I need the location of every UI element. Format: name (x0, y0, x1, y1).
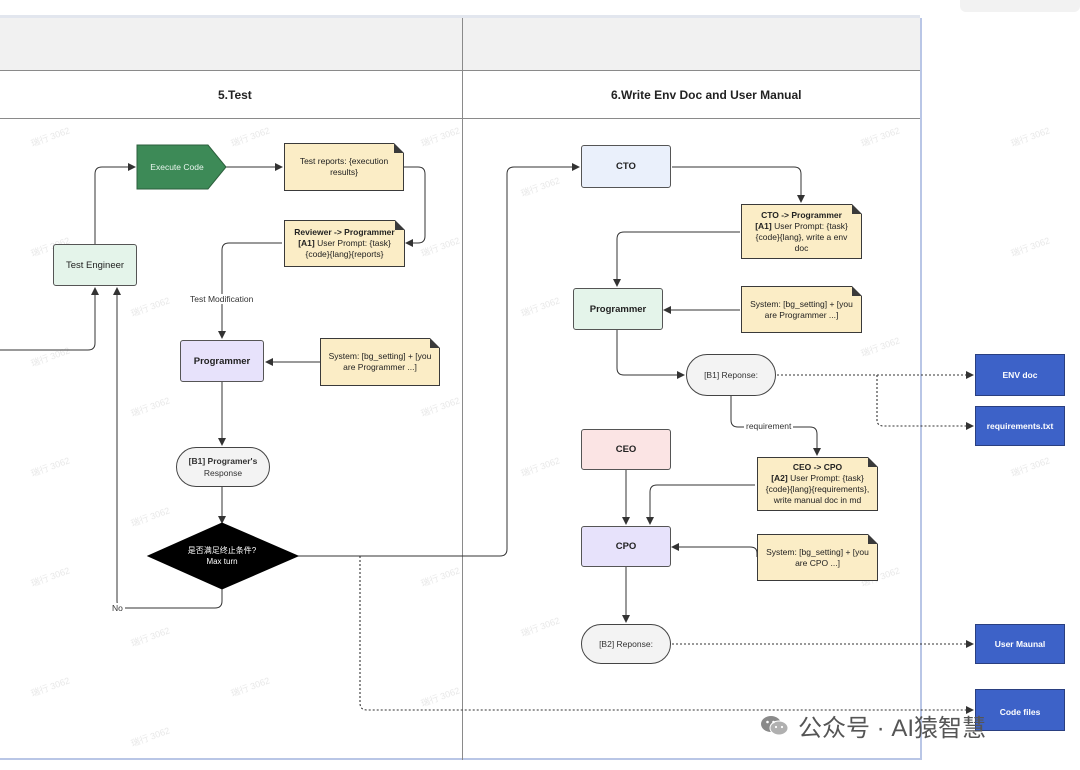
code-files-output: Code files (975, 689, 1065, 731)
note-fold (868, 534, 878, 544)
window-corner (960, 0, 1080, 12)
edge-b1-to-requirements (876, 375, 974, 430)
test-modification-label: Test Modification (188, 294, 256, 304)
wechat-icon (761, 715, 789, 735)
brand-watermark: 公众号 · AI猿智慧 (760, 708, 986, 743)
response-sub: Response (203, 468, 243, 478)
env-doc-output: ENV doc (975, 354, 1065, 396)
decision-line-1: 是否满足终止条件? (187, 546, 257, 555)
cto-node: CTO (581, 145, 671, 188)
b2-response-text: [B2] Reponse: (599, 639, 653, 649)
edge-decision-to-cto (298, 163, 580, 557)
execute-code-shape (136, 144, 227, 190)
edge-reviewer-to-programmer (218, 242, 282, 339)
cto-note-body: [A1] User Prompt: {task}{code}{lang}, wr… (748, 221, 855, 254)
note-fold (852, 204, 862, 214)
note-fold (868, 457, 878, 467)
programmer-response-node: [B1] Programer's Response (176, 447, 270, 487)
test-reports-text: Test reports: {execution results} (299, 156, 389, 177)
doc-programmer-system-note: System: [bg_setting] + [you are Programm… (741, 286, 862, 333)
programmer-system-note: System: [bg_setting] + [you are Programm… (320, 338, 440, 386)
lane-title-test: 5.Test (218, 88, 252, 102)
programmer-system-text: System: [bg_setting] + [you are Programm… (328, 351, 432, 372)
execute-code-node: Execute Code (150, 162, 204, 172)
doc-programmer-system-text: System: [bg_setting] + [you are Programm… (750, 298, 853, 320)
reviewer-note-text: User Prompt: {task}{code}{lang}{reports} (305, 238, 391, 259)
cpo-node: CPO (581, 526, 671, 567)
decision-diamond (146, 522, 300, 590)
reviewer-note-body: [A1] User Prompt: {task}{code}{lang}{rep… (291, 238, 398, 260)
note-fold (394, 143, 404, 153)
doc-programmer-node: Programmer (573, 288, 663, 330)
decision-label: 是否满足终止条件? Max turn (160, 540, 284, 572)
ceo-note-text: User Prompt: {task}{code}{lang}{requirem… (765, 473, 870, 505)
edge-incoming-to-test-engineer (0, 287, 99, 351)
cpo-system-text: System: [bg_setting] + [you are CPO ...] (766, 546, 869, 568)
edge-test-engineer-to-execute (94, 163, 136, 244)
edge-ceo-note-to-cpo (646, 484, 755, 525)
response-title: [B1] Programer's (188, 456, 258, 466)
user-manual-output: User Maunal (975, 624, 1065, 664)
brand-text: 公众号 · AI猿智慧 (798, 715, 987, 742)
test-reports-note: Test reports: {execution results} (284, 143, 404, 191)
ceo-note: CEO -> CPO [A2] User Prompt: {task}{code… (757, 457, 878, 511)
requirements-output: requirements.txt (975, 406, 1065, 446)
edge-cto-to-note (672, 166, 805, 203)
cto-note-title: CTO -> Programmer (761, 209, 842, 220)
note-fold (852, 286, 862, 296)
reviewer-note-title: Reviewer -> Programmer (294, 227, 395, 237)
edge-reports-to-reviewer (404, 166, 426, 247)
decision-line-2: Max turn (206, 557, 238, 566)
ceo-node: CEO (581, 429, 671, 470)
cto-note-tag: [A1] (755, 220, 772, 231)
lane-divider (462, 18, 463, 760)
test-engineer-node: Test Engineer (53, 244, 137, 286)
reviewer-note-tag: [A1] (298, 238, 315, 248)
lane-title-doc: 6.Write Env Doc and User Manual (611, 88, 802, 102)
note-fold (430, 338, 440, 348)
ceo-note-tag: [A2] (771, 473, 788, 483)
cto-note-text: User Prompt: {task}{code}{lang}, write a… (755, 220, 848, 253)
requirement-label: requirement (744, 421, 794, 431)
b1-response-text: [B1] Reponse: (704, 370, 758, 380)
top-border (0, 15, 920, 18)
cpo-system-note: System: [bg_setting] + [you are CPO ...] (757, 534, 878, 581)
edge-programmer-to-b1 (616, 330, 685, 379)
ceo-note-title: CEO -> CPO (792, 462, 843, 472)
reviewer-note: Reviewer -> Programmer [A1] User Prompt:… (284, 220, 405, 267)
edge-cto-note-to-programmer (613, 231, 740, 287)
programmer-node: Programmer (180, 340, 264, 382)
b1-response-node: [B1] Reponse: (686, 354, 776, 396)
b2-response-node: [B2] Reponse: (581, 624, 671, 664)
edge-cpo-system-to-cpo (671, 543, 758, 557)
no-label: No (110, 603, 125, 613)
header-band (0, 18, 920, 71)
edge-decision-to-code-files (359, 556, 974, 714)
lane-header-row (0, 70, 920, 119)
ceo-note-body: [A2] User Prompt: {task}{code}{lang}{req… (764, 473, 871, 506)
note-fold (395, 220, 405, 230)
cto-note: CTO -> Programmer [A1] User Prompt: {tas… (741, 204, 862, 259)
